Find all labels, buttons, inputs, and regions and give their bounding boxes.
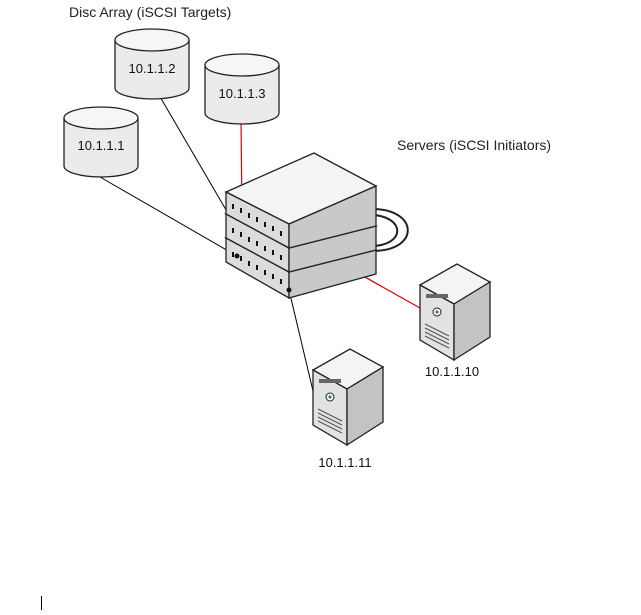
disk-target: 10.1.1.1 bbox=[63, 106, 139, 178]
server-tower: 10.1.1.11 bbox=[311, 348, 385, 470]
disk-ip-label: 10.1.1.2 bbox=[129, 61, 176, 76]
switch-unit bbox=[224, 152, 378, 250]
link-10-1-1-1 bbox=[99, 176, 238, 257]
initiators-group-label: Servers (iSCSI Initiators) bbox=[397, 137, 551, 153]
disk-target: 10.1.1.2 bbox=[114, 28, 190, 100]
switch-stack bbox=[223, 152, 379, 300]
server-ip-label: 10.1.1.11 bbox=[318, 455, 371, 470]
disk-target: 10.1.1.3 bbox=[204, 53, 280, 125]
link-10-1-1-2 bbox=[151, 82, 230, 216]
margin-mark bbox=[41, 596, 42, 610]
stacking-cables bbox=[373, 208, 409, 252]
targets-group-label: Disc Array (iSCSI Targets) bbox=[69, 4, 231, 20]
server-ip-label: 10.1.1.10 bbox=[425, 364, 479, 379]
server-tower: 10.1.1.10 bbox=[418, 263, 492, 379]
disk-ip-label: 10.1.1.3 bbox=[219, 86, 266, 101]
disk-ip-label: 10.1.1.1 bbox=[78, 138, 125, 153]
